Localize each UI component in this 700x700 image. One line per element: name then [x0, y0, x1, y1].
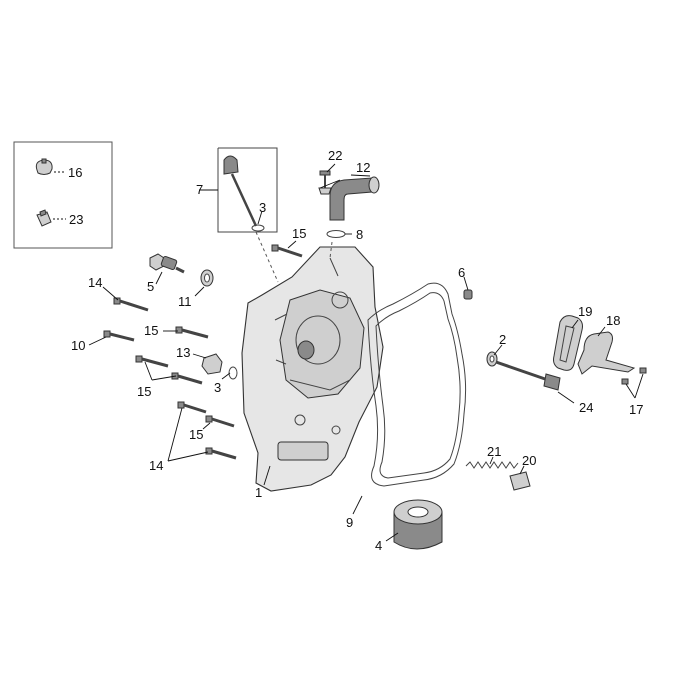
- callout-21: 21: [487, 444, 501, 459]
- callout-3-top: 3: [259, 200, 266, 215]
- callout-16: 16: [68, 165, 82, 180]
- callout-4: 4: [375, 538, 382, 553]
- bolt-15-mid: [175, 326, 209, 339]
- callout-7: 7: [196, 182, 203, 197]
- inset-box: [13, 141, 113, 249]
- callout-15-top: 15: [292, 226, 306, 241]
- o-ring-8: [326, 230, 346, 238]
- spring-21: [465, 461, 519, 469]
- shaft-24: [495, 360, 561, 391]
- assembly-lines: [255, 231, 333, 283]
- callout-6: 6: [458, 265, 465, 280]
- callout-22: 22: [328, 148, 342, 163]
- screw-17-b: [621, 378, 629, 385]
- stud-6: [463, 289, 473, 300]
- plunger-20: [509, 471, 531, 491]
- callout-12: 12: [356, 160, 370, 175]
- plug-13: [201, 353, 223, 375]
- gasket-9: [367, 282, 467, 487]
- callout-9: 9: [346, 515, 353, 530]
- bolt-14-upper: [113, 297, 149, 312]
- screw-22: [318, 170, 332, 195]
- bolt-15-lower-c: [205, 415, 235, 428]
- callout-14-lower: 14: [149, 458, 163, 473]
- callout-13: 13: [176, 345, 190, 360]
- leader-lines: [88, 163, 644, 542]
- clip-23: [36, 209, 52, 227]
- elbow-hose-12: [329, 176, 380, 221]
- callout-15-bottom: 15: [189, 427, 203, 442]
- callout-14-upper: 14: [88, 275, 102, 290]
- callout-18: 18: [606, 313, 620, 328]
- hose-clamp-16: [35, 158, 53, 175]
- bolt-15-lower-b: [171, 372, 203, 385]
- oil-filter-4: [393, 499, 443, 550]
- bolt-10: [103, 330, 135, 342]
- callout-3-lower: 3: [214, 380, 221, 395]
- bolt-15-top: [271, 244, 303, 258]
- callout-24: 24: [579, 400, 593, 415]
- callout-15-lower: 15: [137, 384, 151, 399]
- o-ring-3-top: [251, 224, 265, 232]
- o-ring-3-lower: [228, 366, 238, 380]
- screw-17-a: [639, 367, 647, 374]
- dipstick-7: [223, 155, 258, 227]
- callout-19: 19: [578, 304, 592, 319]
- bracket-18: [577, 331, 636, 375]
- callout-8: 8: [356, 227, 363, 242]
- callout-23: 23: [69, 212, 83, 227]
- crankcase-cover-1: [241, 246, 384, 492]
- sensor-5: [149, 253, 185, 274]
- callout-5: 5: [147, 279, 154, 294]
- callout-1: 1: [255, 485, 262, 500]
- callout-labels: 1 2 3 3 4 5 6 7 8 9 10 11 12 13 14 14 15…: [68, 148, 643, 553]
- washer-11: [200, 269, 214, 287]
- inspection-cover-19: [553, 315, 583, 371]
- callout-2: 2: [499, 332, 506, 347]
- callout-15-mid: 15: [144, 323, 158, 338]
- callout-11: 11: [178, 294, 192, 309]
- washer-2: [486, 351, 498, 367]
- bolt-15-lower-a: [135, 355, 169, 368]
- callout-17: 17: [629, 402, 643, 417]
- bolt-14-lower-a: [177, 401, 207, 414]
- bolt-14-lower-b: [205, 447, 237, 460]
- dipstick-box: [217, 147, 278, 233]
- callout-10: 10: [71, 338, 85, 353]
- callout-20: 20: [522, 453, 536, 468]
